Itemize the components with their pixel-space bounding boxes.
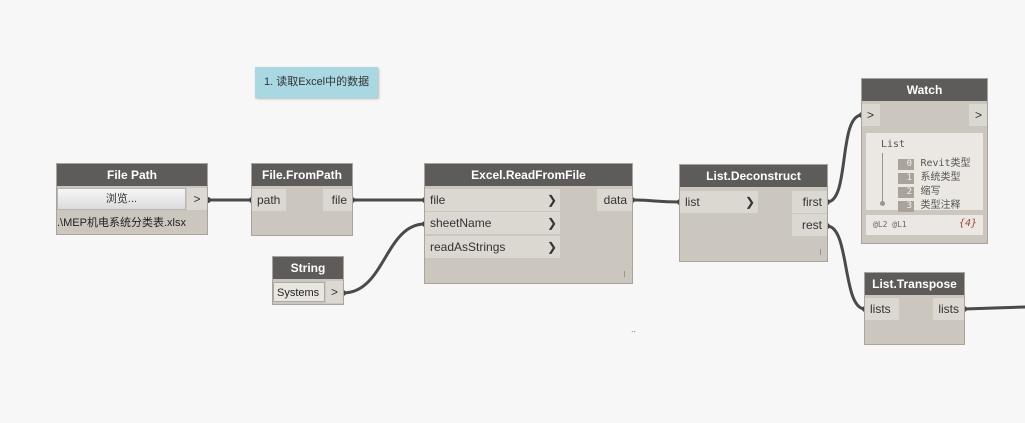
string-value-field[interactable]: Systems bbox=[273, 282, 325, 302]
chevron-right-icon: ❯ bbox=[546, 193, 557, 207]
chevron-right-icon: ❯ bbox=[546, 216, 557, 230]
path-input-port[interactable]: path bbox=[252, 189, 286, 211]
file-output-port[interactable]: file bbox=[323, 189, 352, 211]
file-path-title: File Path bbox=[57, 164, 207, 186]
watch-preview-panel[interactable]: List 0 Revit类型 1 系统类型 2 缩写 3 类型注释 bbox=[866, 133, 983, 212]
data-output-port[interactable]: data bbox=[597, 189, 632, 211]
canvas-marker: .. bbox=[631, 324, 637, 334]
list-item-index: 0 bbox=[898, 159, 914, 170]
list-header: List bbox=[881, 139, 906, 150]
tree-line bbox=[882, 153, 883, 203]
string-node[interactable]: String Systems > bbox=[273, 257, 343, 304]
group-note[interactable]: 1. 读取Excel中的数据 bbox=[255, 67, 378, 98]
first-output-port[interactable]: first bbox=[792, 191, 827, 213]
list-item-value: 类型注释 bbox=[920, 200, 961, 211]
watch-output-port[interactable]: > bbox=[969, 104, 987, 126]
wire-transpose-out bbox=[962, 305, 1025, 311]
string-output-port[interactable]: > bbox=[326, 281, 343, 303]
lists-output-port[interactable]: lists bbox=[933, 298, 964, 320]
list-item-index: 3 bbox=[898, 201, 914, 212]
port-divider bbox=[792, 213, 827, 214]
file-input-label: file bbox=[430, 193, 446, 207]
string-title: String bbox=[273, 257, 343, 279]
list-item: 1 系统类型 bbox=[898, 167, 961, 184]
file-path-value: .\MEP机电系统分类表.xlsx bbox=[57, 217, 186, 229]
tree-end-dot bbox=[880, 201, 885, 206]
sheetname-input-label: sheetName bbox=[430, 216, 492, 230]
browse-button[interactable]: 浏览... bbox=[57, 188, 186, 210]
file-from-path-node[interactable]: File.FromPath path file bbox=[252, 164, 352, 235]
wire-rest-to-transpose bbox=[825, 224, 867, 311]
chevron-right-icon: ❯ bbox=[546, 240, 557, 254]
list-item-index: 1 bbox=[898, 173, 914, 184]
excel-read-from-file-node[interactable]: Excel.ReadFromFile file ❯ sheetName ❯ re… bbox=[425, 164, 632, 283]
wire-string-to-sheetname bbox=[341, 222, 427, 295]
list-deconstruct-title: List.Deconstruct bbox=[680, 165, 827, 187]
list-transpose-node[interactable]: List.Transpose lists lists bbox=[865, 273, 964, 344]
excel-read-from-file-title: Excel.ReadFromFile bbox=[425, 164, 632, 186]
list-transpose-title: List.Transpose bbox=[865, 273, 964, 295]
file-path-node[interactable]: File Path 浏览... > .\MEP机电系统分类表.xlsx bbox=[57, 164, 207, 234]
list-item-value: 缩写 bbox=[920, 186, 941, 197]
list-item-index: 2 bbox=[898, 187, 914, 198]
watch-title: Watch bbox=[862, 79, 987, 101]
item-count-label: {4} bbox=[958, 218, 977, 229]
chevron-right-icon: ❯ bbox=[744, 195, 755, 209]
list-item-value: 系统类型 bbox=[920, 172, 961, 183]
list-item: 0 Revit类型 bbox=[898, 153, 971, 170]
list-input-label: list bbox=[685, 195, 700, 209]
readasstrings-input-label: readAsStrings bbox=[430, 240, 506, 254]
list-item: 2 缩写 bbox=[898, 181, 941, 198]
readasstrings-input-port[interactable]: readAsStrings ❯ bbox=[425, 236, 560, 258]
file-input-port[interactable]: file ❯ bbox=[425, 189, 560, 211]
file-path-output-port[interactable]: > bbox=[187, 188, 207, 210]
wire-data-to-deconstruct bbox=[630, 198, 682, 204]
file-from-path-title: File.FromPath bbox=[252, 164, 352, 186]
resize-handle[interactable] bbox=[820, 249, 821, 255]
lists-input-port[interactable]: lists bbox=[865, 298, 899, 320]
list-input-port[interactable]: list ❯ bbox=[680, 191, 758, 213]
list-item-value: Revit类型 bbox=[920, 158, 971, 169]
wire-first-to-watch bbox=[825, 113, 864, 204]
list-item: 3 类型注释 bbox=[898, 195, 961, 212]
resize-handle[interactable] bbox=[624, 271, 625, 277]
watch-footer: @L2 @L1 {4} bbox=[866, 215, 983, 235]
watch-node[interactable]: Watch > > List 0 Revit类型 1 系统类型 2 缩写 3 类… bbox=[862, 79, 987, 243]
sheetname-input-port[interactable]: sheetName ❯ bbox=[425, 212, 560, 234]
port-divider bbox=[425, 211, 560, 212]
watch-input-port[interactable]: > bbox=[862, 104, 880, 126]
rest-output-port[interactable]: rest bbox=[792, 214, 827, 236]
list-levels-label: @L2 @L1 bbox=[873, 220, 907, 229]
list-deconstruct-node[interactable]: List.Deconstruct list ❯ first rest bbox=[680, 165, 827, 261]
port-divider bbox=[425, 235, 560, 236]
